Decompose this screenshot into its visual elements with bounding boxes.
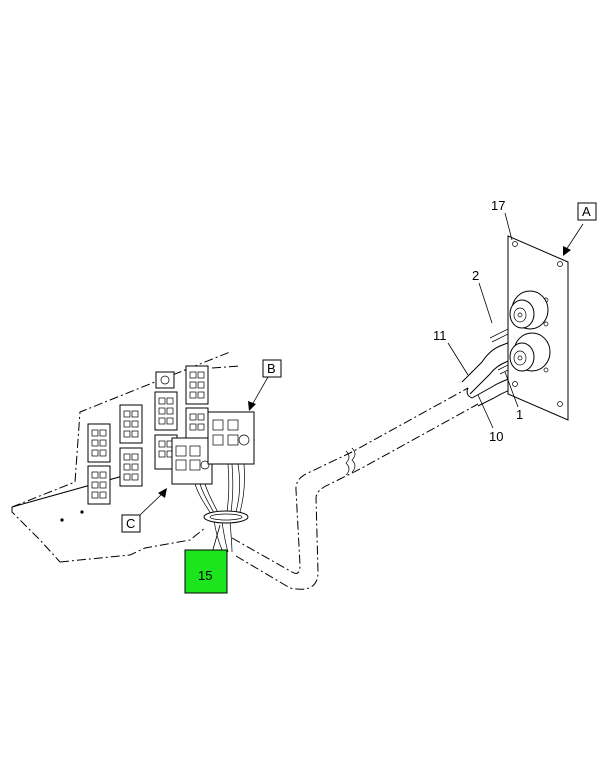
view-label-a-text: A	[582, 204, 591, 219]
callout-17[interactable]: 17	[491, 198, 505, 213]
relay-block	[154, 391, 178, 431]
leader-lines	[211, 212, 519, 554]
bulkhead-plate	[507, 235, 569, 421]
view-label-c-text: C	[126, 516, 135, 531]
circular-connector-upper	[509, 290, 549, 330]
harness-connector	[207, 411, 255, 465]
callout-10-text: 10	[489, 429, 503, 444]
callout-2-text: 2	[472, 268, 479, 283]
highlight-box	[184, 549, 228, 594]
harness-connector-group	[171, 411, 255, 485]
callout-15-highlight[interactable]: 15	[184, 549, 228, 594]
relay-block	[185, 365, 209, 405]
view-arrows	[139, 223, 584, 516]
callout-11[interactable]: 11	[433, 328, 447, 343]
main-cable-run	[231, 387, 479, 590]
relay-block-group	[87, 365, 241, 505]
callout-17-text: 17	[491, 198, 505, 213]
callout-1[interactable]: 1	[516, 407, 523, 422]
view-label-a[interactable]: A	[577, 202, 597, 221]
callout-1-text: 1	[516, 407, 523, 422]
relay-block	[87, 465, 111, 505]
callout-11-text: 11	[433, 328, 447, 343]
relay-block	[87, 423, 111, 463]
relay-block	[119, 404, 143, 444]
callout-10[interactable]: 10	[489, 429, 503, 444]
wire-bundle	[194, 463, 249, 553]
view-label-b-text: B	[267, 361, 276, 376]
view-label-b[interactable]: B	[262, 359, 282, 378]
relay-block	[119, 447, 143, 487]
circular-connector-lower	[509, 332, 551, 372]
relay-small	[155, 371, 175, 389]
callout-2[interactable]: 2	[472, 268, 479, 283]
view-label-c[interactable]: C	[121, 514, 141, 533]
harness-connector	[171, 437, 213, 485]
callout-15-text: 15	[198, 568, 212, 583]
